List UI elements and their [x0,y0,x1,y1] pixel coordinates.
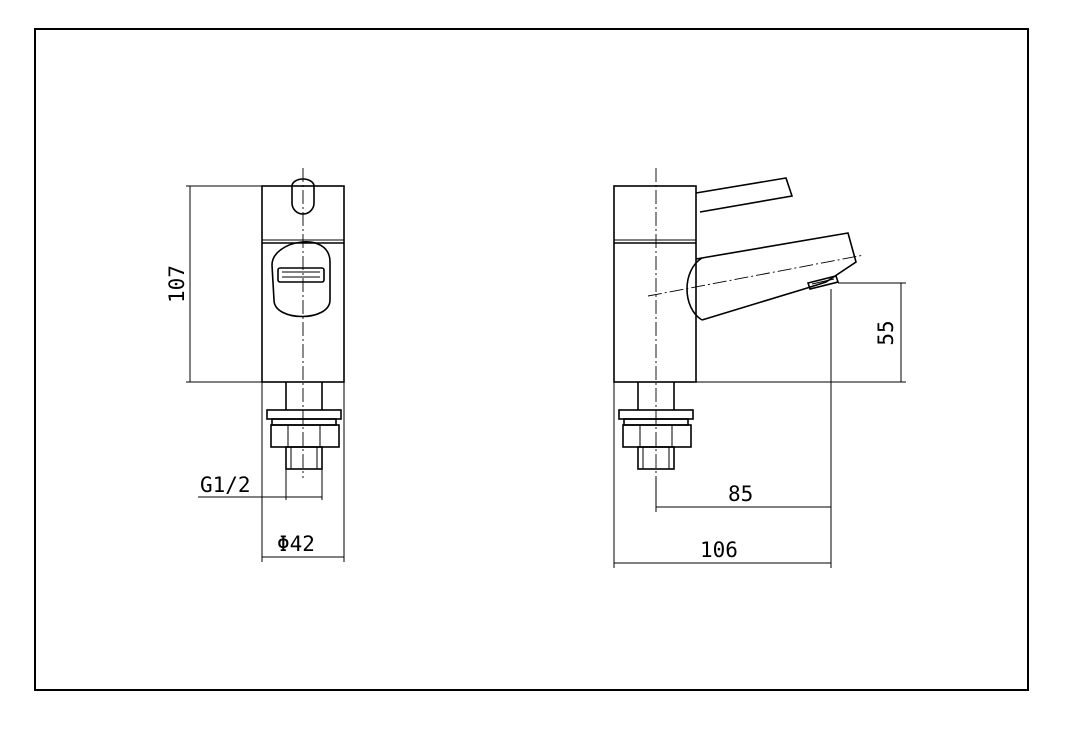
side-view [613,168,865,478]
side-spout [695,232,857,321]
front-nut [270,424,340,448]
dimension-diameter-label: Φ42 [277,532,315,556]
side-aerator [806,275,840,290]
dimension-diameter: Φ42 [261,382,345,562]
dimension-85-label: 85 [728,482,753,506]
dimension-107: 107 [165,185,262,383]
dimension-85: 85 [655,289,832,568]
side-nut [622,424,692,448]
front-view [261,168,345,478]
side-body [613,185,697,383]
front-thread [285,446,323,470]
front-washer [266,409,342,420]
dimension-thread: G1/2 [198,469,323,500]
side-lever [695,177,794,213]
dimension-55: 55 [696,282,906,383]
side-thread [637,446,675,470]
dimension-thread-label: G1/2 [200,473,251,497]
drawing-frame [34,28,1029,691]
dimension-107-label: 107 [165,265,189,303]
dimension-55-label: 55 [874,320,898,345]
front-handle [271,241,331,318]
dimension-106-label: 106 [700,538,738,562]
front-handle-slot [277,267,325,283]
dimension-106: 106 [613,382,831,568]
